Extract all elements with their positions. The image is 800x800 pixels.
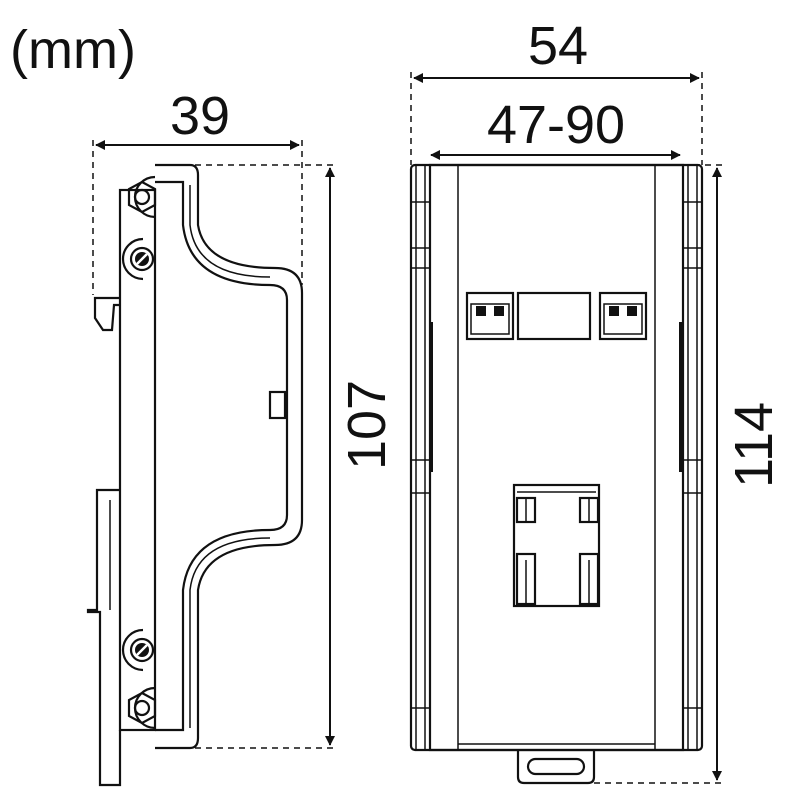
unit-label: (mm)	[10, 20, 136, 80]
din-clip-connector-icon	[512, 483, 601, 608]
outer-width-label: 54	[528, 16, 588, 76]
side-width-label: 39	[170, 86, 230, 146]
rail-range-label: 47-90	[487, 95, 625, 155]
front-height-label: 114	[724, 402, 784, 488]
side-height-label: 107	[337, 380, 397, 470]
mounting-tab-icon	[516, 750, 596, 785]
device-front-view	[409, 163, 704, 785]
dip-switch-right-icon	[598, 291, 648, 341]
dip-switch-left-icon	[465, 291, 515, 341]
screw-bottom-icon	[121, 628, 155, 672]
front-view-dimensions: 54 47-90 114	[410, 16, 784, 784]
din-rail-bracket-side-view	[86, 163, 304, 787]
hex-nut-top-icon	[127, 175, 157, 219]
label-window	[516, 291, 592, 341]
side-view-dimensions: 39 107	[92, 86, 397, 749]
hex-nut-bottom-icon	[127, 686, 157, 730]
screw-top-icon	[121, 237, 155, 281]
